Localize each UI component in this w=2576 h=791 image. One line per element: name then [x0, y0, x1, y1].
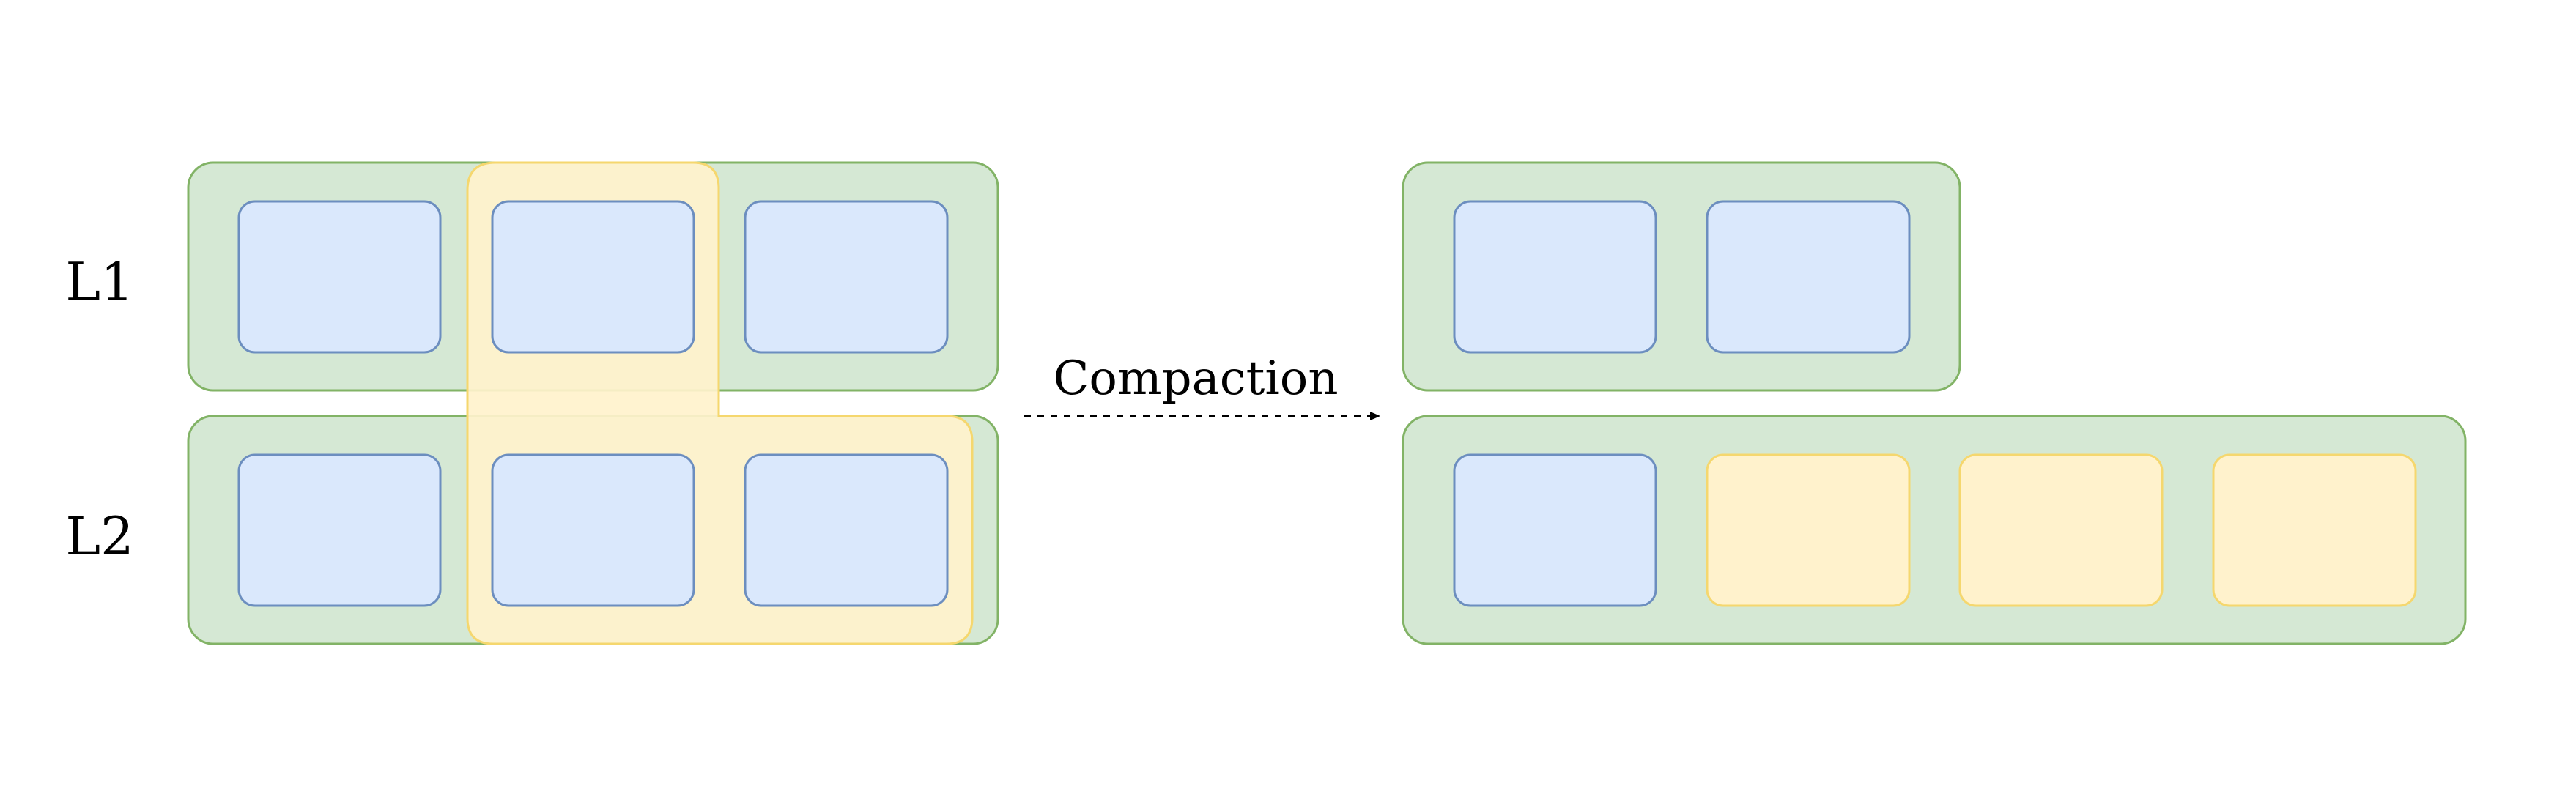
l1-file-after-1 — [1453, 200, 1657, 354]
compaction-label: Compaction — [1053, 352, 1338, 406]
before-state: L1 L2 — [65, 161, 999, 645]
level-l2-container-after — [1402, 415, 2467, 645]
after-state — [1402, 161, 2467, 645]
l2-compacted-file-2 — [1958, 453, 2164, 607]
level-label-l2: L2 — [65, 505, 134, 567]
l2-file-after-1 — [1453, 453, 1657, 607]
l2-file-1 — [237, 453, 442, 607]
l1-file-3 — [744, 200, 949, 354]
level-label-l1: L1 — [65, 251, 134, 313]
l1-file-1 — [237, 200, 442, 354]
l1-file-after-2 — [1706, 200, 1911, 354]
l2-file-2 — [491, 453, 695, 607]
l2-compacted-file-3 — [2212, 453, 2417, 607]
l2-file-3 — [744, 453, 949, 607]
compaction-arrow: Compaction — [1024, 352, 1380, 420]
l2-compacted-file-1 — [1706, 453, 1911, 607]
l1-file-2 — [491, 200, 695, 354]
